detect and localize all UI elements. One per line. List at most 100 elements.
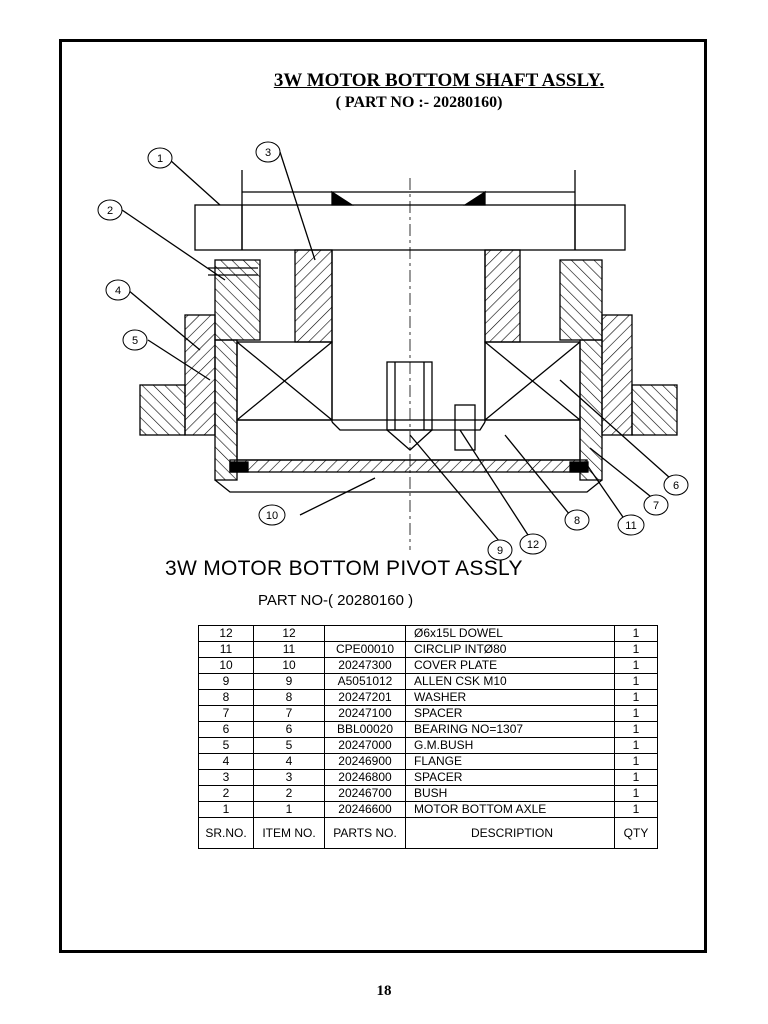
qty-cell: 1 bbox=[614, 673, 658, 690]
part-cell: A5051012 bbox=[324, 673, 406, 690]
page-border bbox=[59, 39, 707, 953]
qty-cell: 1 bbox=[614, 625, 658, 642]
callout-12: 12 bbox=[519, 533, 547, 555]
desc-cell: Ø6x15L DOWEL bbox=[405, 625, 615, 642]
sr-cell: 5 bbox=[198, 737, 254, 754]
header-description: DESCRIPTION bbox=[405, 817, 615, 849]
part-cell: 20246800 bbox=[324, 769, 406, 786]
desc-cell: SPACER bbox=[405, 705, 615, 722]
desc-cell: BUSH bbox=[405, 785, 615, 802]
drawing-title: 3W MOTOR BOTTOM SHAFT ASSLY. bbox=[273, 70, 605, 91]
item-cell: 1 bbox=[253, 801, 325, 818]
svg-text:7: 7 bbox=[653, 500, 659, 512]
item-cell: 7 bbox=[253, 705, 325, 722]
item-cell: 11 bbox=[253, 641, 325, 658]
svg-text:9: 9 bbox=[497, 545, 503, 557]
qty-cell: 1 bbox=[614, 657, 658, 674]
header-parts: PARTS NO. bbox=[324, 817, 406, 849]
callout-4: 4 bbox=[105, 279, 131, 301]
item-cell: 4 bbox=[253, 753, 325, 770]
sr-cell: 3 bbox=[198, 769, 254, 786]
part-cell: 20247300 bbox=[324, 657, 406, 674]
sr-cell: 12 bbox=[198, 625, 254, 642]
callout-7: 7 bbox=[643, 494, 669, 516]
item-cell: 9 bbox=[253, 673, 325, 690]
desc-cell: WASHER bbox=[405, 689, 615, 706]
svg-text:5: 5 bbox=[132, 335, 138, 347]
part-cell: BBL00020 bbox=[324, 721, 406, 738]
qty-cell: 1 bbox=[614, 753, 658, 770]
svg-text:6: 6 bbox=[673, 480, 679, 492]
item-cell: 8 bbox=[253, 689, 325, 706]
drawing-part-number: ( PART NO :- 20280160) bbox=[335, 94, 503, 111]
qty-cell: 1 bbox=[614, 641, 658, 658]
assembly-cross-section-drawing: 1 2 3 4 5 6 7 8 9 10 11 12 bbox=[97, 141, 689, 561]
desc-cell: MOTOR BOTTOM AXLE bbox=[405, 801, 615, 818]
svg-text:11: 11 bbox=[625, 520, 636, 532]
svg-text:8: 8 bbox=[574, 515, 580, 527]
item-cell: 10 bbox=[253, 657, 325, 674]
page-number: 18 bbox=[376, 983, 392, 999]
callout-10: 10 bbox=[258, 504, 286, 526]
sr-cell: 4 bbox=[198, 753, 254, 770]
svg-text:1: 1 bbox=[157, 153, 163, 165]
callout-6: 6 bbox=[663, 474, 689, 496]
part-cell bbox=[324, 625, 406, 642]
assembly-part-number: PART NO-( 20280160 ) bbox=[258, 592, 414, 609]
part-cell: 20247201 bbox=[324, 689, 406, 706]
callout-2: 2 bbox=[97, 199, 123, 221]
assembly-title: 3W MOTOR BOTTOM PIVOT ASSLY bbox=[165, 557, 523, 580]
sr-cell: 11 bbox=[198, 641, 254, 658]
sr-cell: 1 bbox=[198, 801, 254, 818]
table-header-row: SR.NO. ITEM NO. PARTS NO. DESCRIPTION QT… bbox=[198, 817, 658, 849]
header-sr: SR.NO. bbox=[198, 817, 254, 849]
desc-cell: G.M.BUSH bbox=[405, 737, 615, 754]
header-item: ITEM NO. bbox=[253, 817, 325, 849]
part-cell: 20246700 bbox=[324, 785, 406, 802]
qty-cell: 1 bbox=[614, 737, 658, 754]
part-cell: 20246900 bbox=[324, 753, 406, 770]
qty-cell: 1 bbox=[614, 689, 658, 706]
qty-cell: 1 bbox=[614, 721, 658, 738]
sr-cell: 10 bbox=[198, 657, 254, 674]
sr-cell: 6 bbox=[198, 721, 254, 738]
desc-cell: CIRCLIP INTØ80 bbox=[405, 641, 615, 658]
sr-cell: 9 bbox=[198, 673, 254, 690]
sr-cell: 2 bbox=[198, 785, 254, 802]
sr-cell: 7 bbox=[198, 705, 254, 722]
item-cell: 12 bbox=[253, 625, 325, 642]
callout-1: 1 bbox=[147, 147, 173, 169]
svg-text:12: 12 bbox=[527, 539, 539, 551]
qty-cell: 1 bbox=[614, 705, 658, 722]
svg-text:2: 2 bbox=[107, 205, 113, 217]
svg-text:4: 4 bbox=[115, 285, 121, 297]
callout-5: 5 bbox=[122, 329, 148, 351]
item-cell: 5 bbox=[253, 737, 325, 754]
part-cell: 20246600 bbox=[324, 801, 406, 818]
callout-11: 11 bbox=[617, 514, 645, 536]
desc-cell: BEARING NO=1307 bbox=[405, 721, 615, 738]
part-cell: 20247100 bbox=[324, 705, 406, 722]
item-cell: 2 bbox=[253, 785, 325, 802]
header-qty: QTY bbox=[614, 817, 658, 849]
qty-cell: 1 bbox=[614, 785, 658, 802]
desc-cell: FLANGE bbox=[405, 753, 615, 770]
desc-cell: ALLEN CSK M10 bbox=[405, 673, 615, 690]
qty-cell: 1 bbox=[614, 769, 658, 786]
sr-cell: 8 bbox=[198, 689, 254, 706]
svg-text:3: 3 bbox=[265, 147, 271, 159]
item-cell: 6 bbox=[253, 721, 325, 738]
desc-cell: COVER PLATE bbox=[405, 657, 615, 674]
desc-cell: SPACER bbox=[405, 769, 615, 786]
callout-9: 9 bbox=[487, 539, 513, 561]
